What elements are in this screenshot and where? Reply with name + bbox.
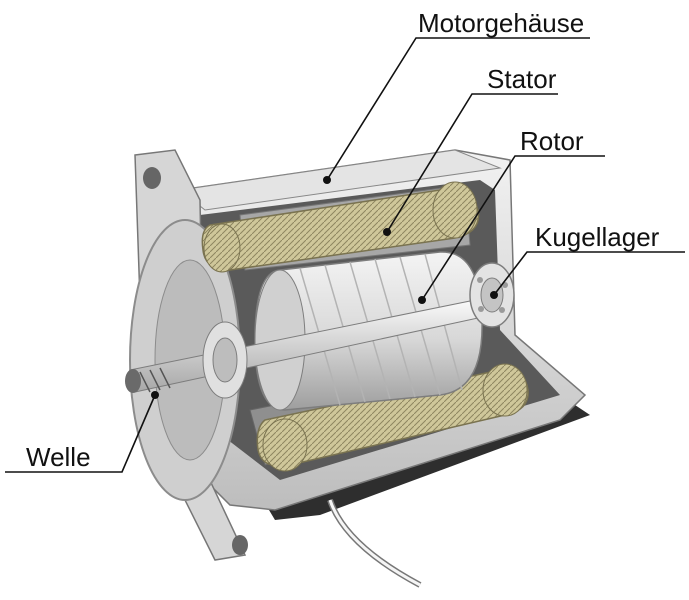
label-welle: Welle: [26, 442, 91, 472]
leader-welle: [5, 394, 156, 473]
motor-illustration: [125, 149, 590, 588]
label-motorgehaeuse: Motorgehäuse: [418, 8, 584, 38]
mounting-hole: [143, 167, 161, 189]
leader-kugellager: [493, 251, 685, 296]
front-bearing: [202, 321, 248, 399]
label-kugellager: Kugellager: [535, 222, 660, 252]
leader-motorgehaeuse: [326, 37, 590, 181]
leader-rotor: [421, 155, 605, 301]
leader-stator: [386, 93, 558, 233]
label-rotor: Rotor: [520, 126, 584, 156]
power-cable: [327, 498, 422, 588]
mounting-hole: [232, 535, 248, 555]
stator-winding-bottom: [256, 363, 529, 472]
stator-winding-top: [201, 181, 480, 273]
leader-lines: [5, 37, 685, 473]
label-stator: Stator: [487, 64, 557, 94]
